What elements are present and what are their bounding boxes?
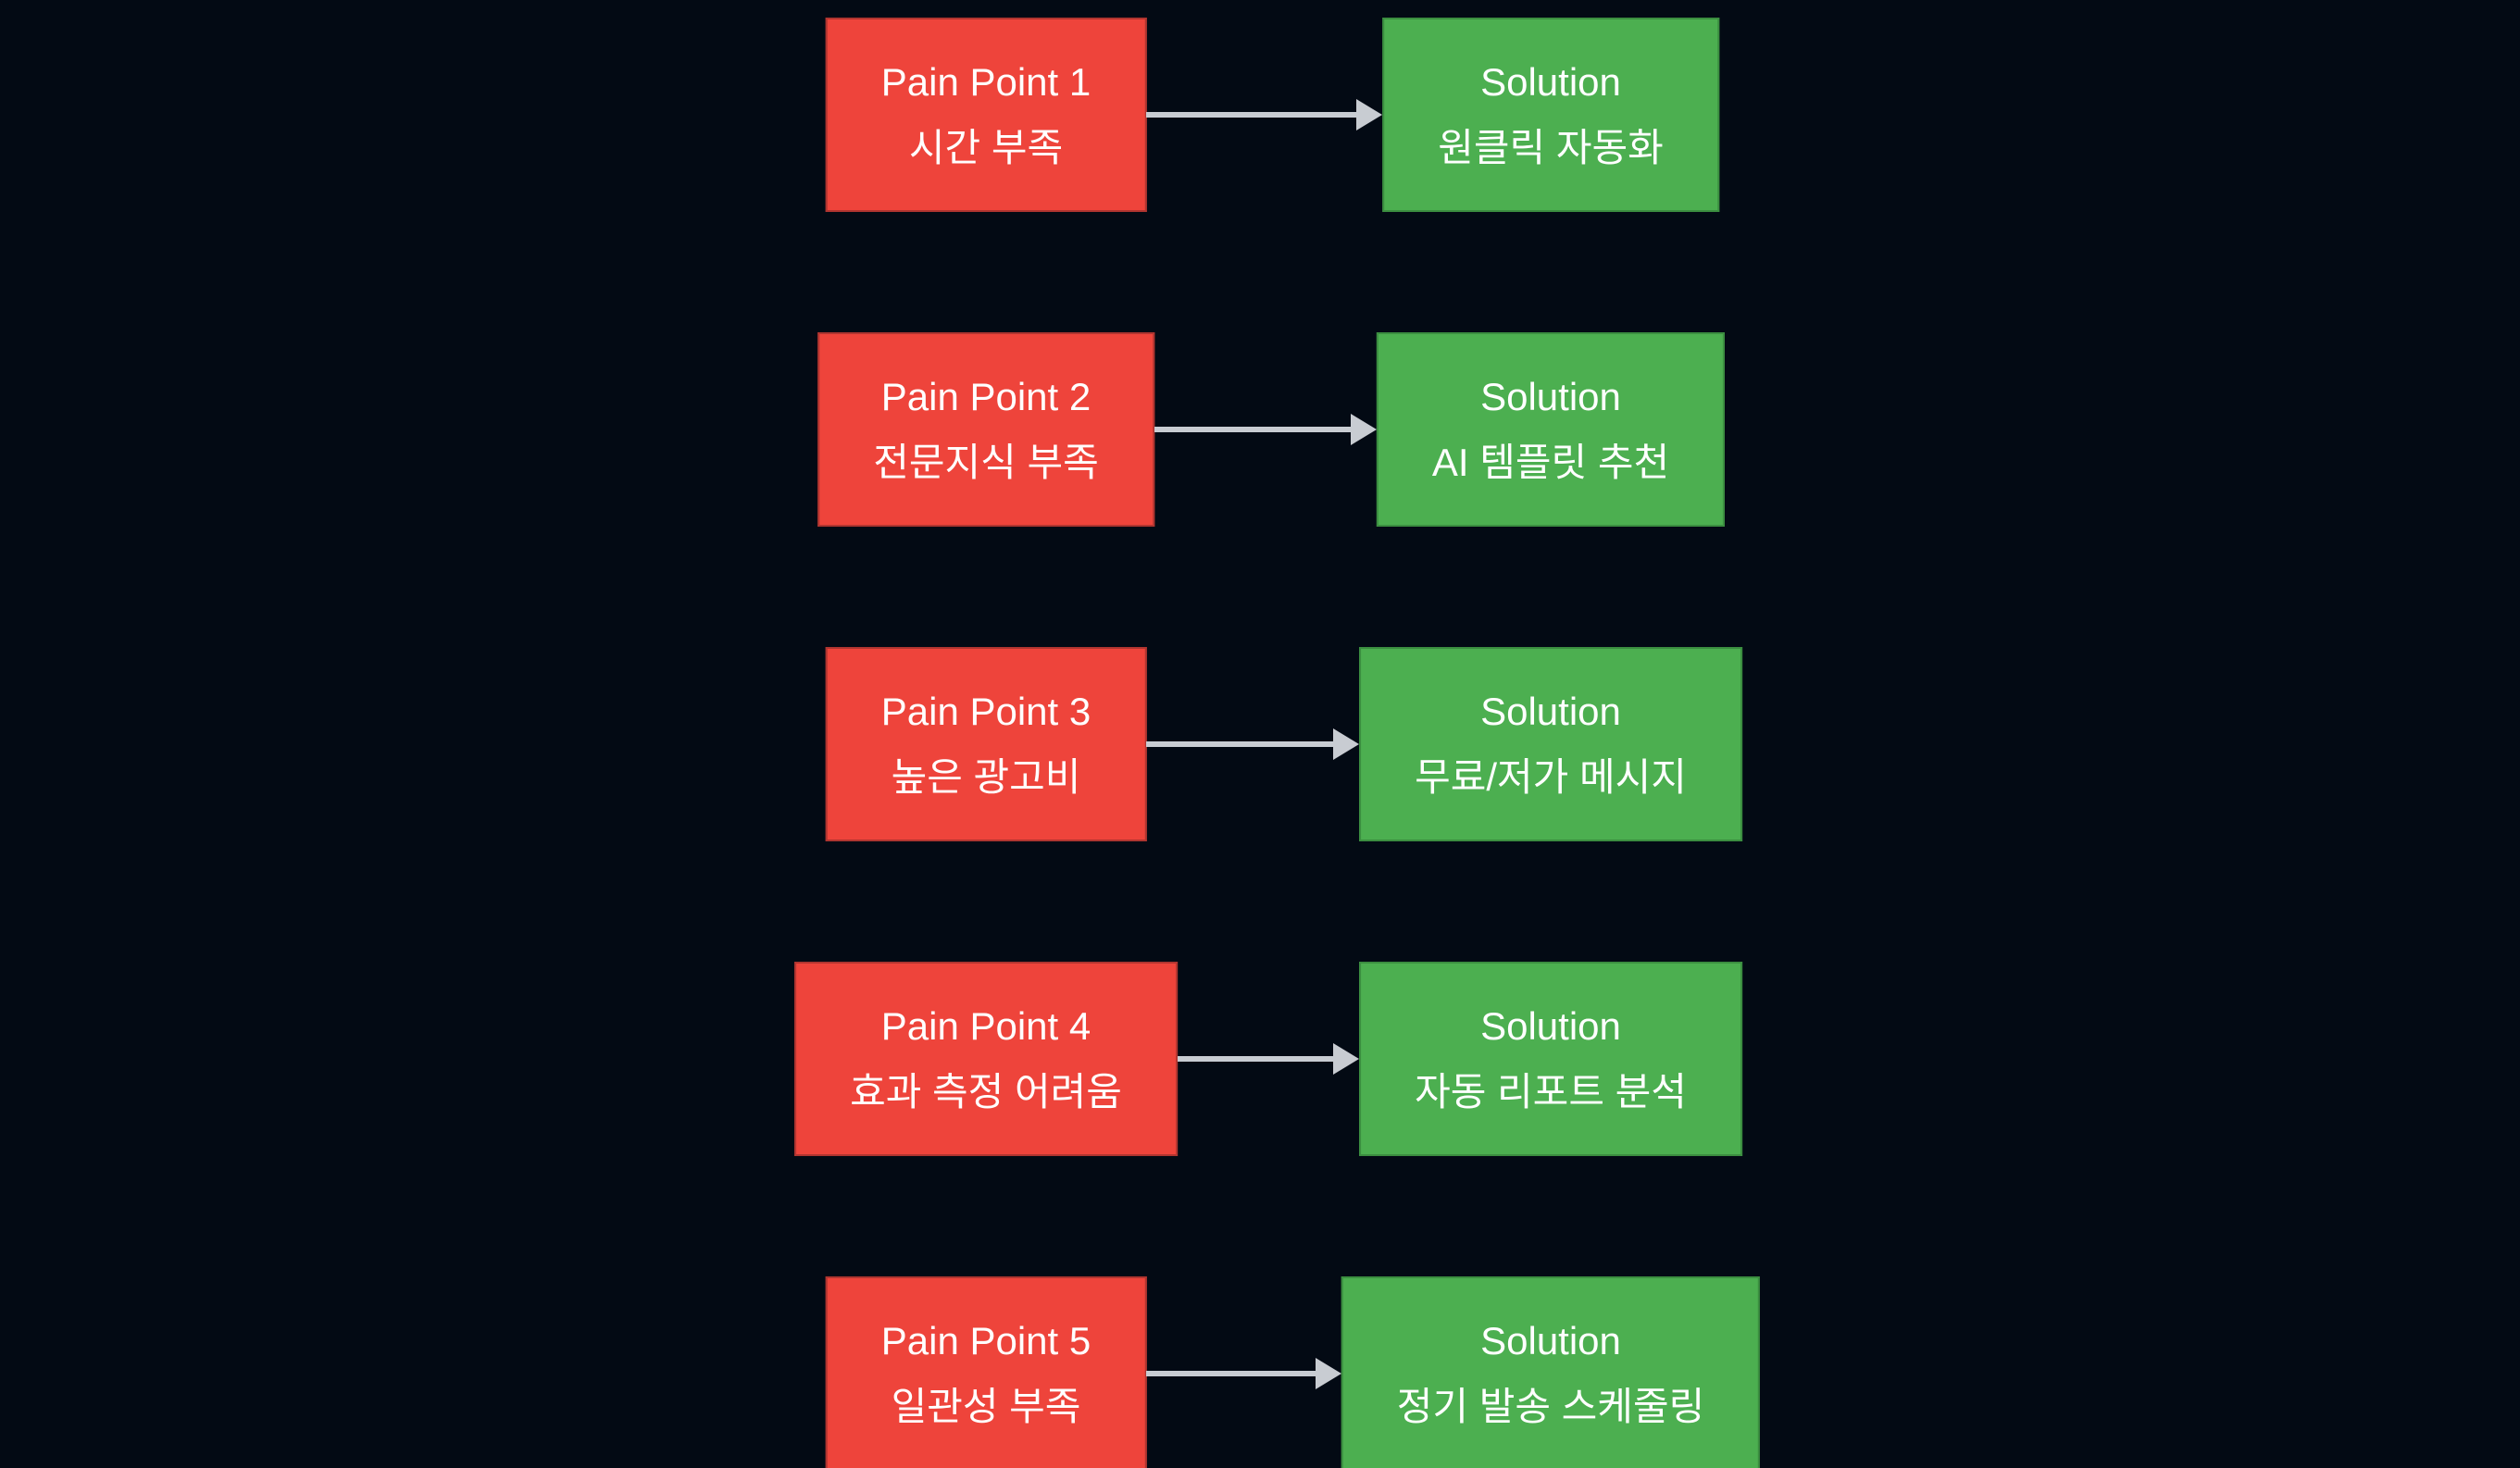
solution-box: Solution AI 템플릿 추천 <box>1376 332 1726 527</box>
solution-subtitle: AI 템플릿 추천 <box>1431 441 1670 484</box>
arrowhead-icon <box>1333 1043 1360 1075</box>
pain-point-subtitle: 효과 측정 어려움 <box>850 1070 1122 1113</box>
arrow-line <box>1154 427 1353 432</box>
solution-title: Solution <box>1480 1004 1621 1048</box>
arrowhead-icon <box>1315 1358 1341 1389</box>
solution-title: Solution <box>1480 375 1621 418</box>
pain-point-box: Pain Point 2 전문지식 부족 <box>817 332 1154 527</box>
pain-point-title: Pain Point 3 <box>880 690 1092 733</box>
solution-box: Solution 무료/저가 메시지 <box>1359 647 1742 841</box>
arrowhead-icon <box>1333 728 1360 760</box>
arrow-line <box>1146 112 1359 118</box>
solution-title: Solution <box>1480 60 1621 104</box>
pain-point-box: Pain Point 3 높은 광고비 <box>825 647 1147 841</box>
solution-subtitle: 자동 리포트 분석 <box>1415 1070 1687 1113</box>
pain-point-subtitle: 높은 광고비 <box>891 755 1081 799</box>
flow-row: Pain Point 3 높은 광고비 Solution 무료/저가 메시지 <box>0 647 2520 841</box>
pain-point-title: Pain Point 4 <box>880 1004 1092 1048</box>
arrowhead-icon <box>1350 414 1377 445</box>
solution-title: Solution <box>1480 1319 1621 1362</box>
flow-row: Pain Point 5 일관성 부족 Solution 정기 발송 스케줄링 <box>0 1276 2520 1468</box>
arrow-line <box>1146 741 1336 747</box>
flow-row: Pain Point 1 시간 부족 Solution 원클릭 자동화 <box>0 18 2520 212</box>
solution-subtitle: 정기 발송 스케줄링 <box>1396 1385 1705 1428</box>
flow-row: Pain Point 2 전문지식 부족 Solution AI 템플릿 추천 <box>0 332 2520 527</box>
pain-point-subtitle: 일관성 부족 <box>891 1385 1081 1428</box>
pain-point-box: Pain Point 1 시간 부족 <box>825 18 1147 212</box>
pain-point-title: Pain Point 2 <box>880 375 1092 418</box>
arrow-line <box>1177 1056 1336 1062</box>
arrow-line <box>1146 1371 1317 1376</box>
pain-point-box: Pain Point 4 효과 측정 어려움 <box>794 962 1178 1156</box>
solution-box: Solution 자동 리포트 분석 <box>1359 962 1742 1156</box>
pain-point-title: Pain Point 1 <box>880 60 1092 104</box>
pain-point-subtitle: 시간 부족 <box>908 126 1064 169</box>
solution-box: Solution 원클릭 자동화 <box>1382 18 1719 212</box>
flow-row: Pain Point 4 효과 측정 어려움 Solution 자동 리포트 분… <box>0 962 2520 1156</box>
pain-point-title: Pain Point 5 <box>880 1319 1092 1362</box>
solution-subtitle: 무료/저가 메시지 <box>1415 755 1687 799</box>
pain-point-box: Pain Point 5 일관성 부족 <box>825 1276 1147 1468</box>
solution-box: Solution 정기 발송 스케줄링 <box>1341 1276 1761 1468</box>
arrowhead-icon <box>1356 99 1383 131</box>
solution-title: Solution <box>1480 690 1621 733</box>
solution-subtitle: 원클릭 자동화 <box>1438 126 1664 169</box>
pain-point-subtitle: 전문지식 부족 <box>873 441 1099 484</box>
